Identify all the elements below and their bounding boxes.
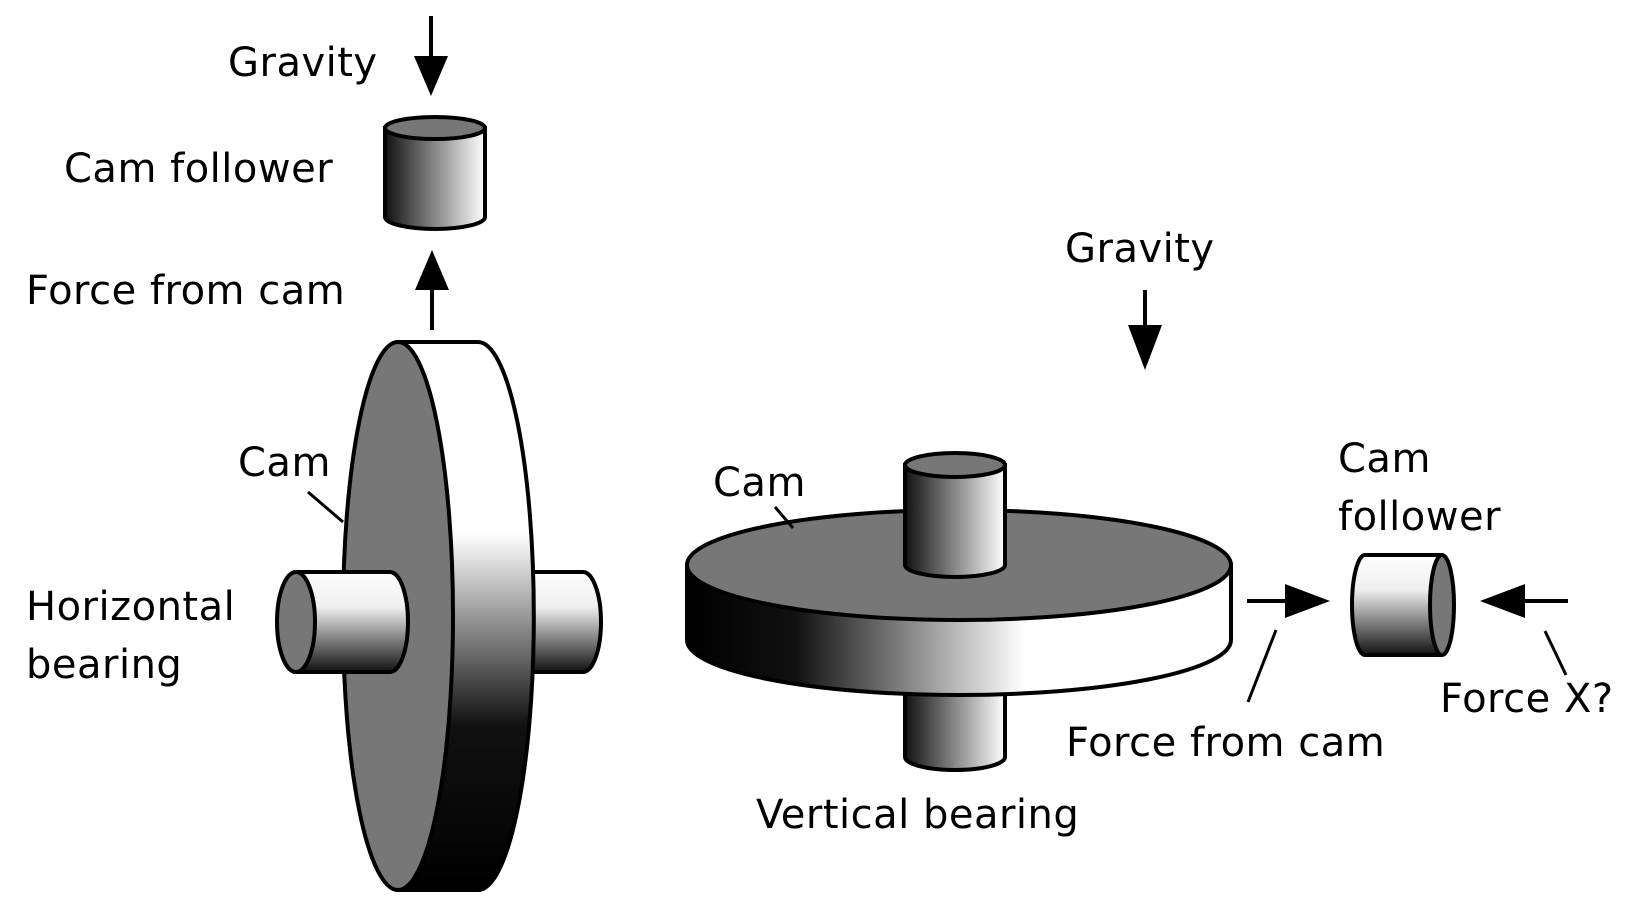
right-cam-label: Cam bbox=[713, 460, 806, 506]
right-gravity-arrow bbox=[1128, 290, 1162, 370]
left-cam-follower bbox=[383, 115, 487, 231]
right-force-x-pointer bbox=[1543, 630, 1568, 676]
left-cam-disc bbox=[341, 340, 536, 892]
left-diagram: Gravity Cam follower Force from cam bbox=[26, 16, 603, 892]
right-shaft-bottom bbox=[903, 678, 1007, 772]
right-gravity-label: Gravity bbox=[1065, 226, 1215, 272]
right-follower-label-line1: Cam bbox=[1338, 436, 1431, 482]
left-gravity-arrow bbox=[414, 16, 448, 96]
right-shaft-top bbox=[903, 451, 1007, 579]
right-bearing-label: Vertical bearing bbox=[756, 792, 1079, 838]
right-force-x-label: Force X? bbox=[1440, 676, 1614, 722]
left-bearing-label-line1: Horizontal bbox=[26, 584, 235, 630]
right-diagram: Gravity Cam Force from cam Ca bbox=[685, 226, 1614, 838]
left-force-arrow bbox=[415, 250, 449, 330]
left-shaft-right bbox=[518, 570, 603, 674]
left-force-label: Force from cam bbox=[26, 268, 345, 314]
right-force-x-arrow bbox=[1480, 584, 1568, 618]
left-cam-label: Cam bbox=[238, 440, 331, 486]
left-cam-pointer bbox=[307, 490, 344, 524]
left-gravity-label: Gravity bbox=[228, 40, 378, 86]
right-cam-follower bbox=[1350, 553, 1456, 657]
left-follower-label: Cam follower bbox=[64, 146, 333, 192]
right-force-arrow bbox=[1247, 584, 1330, 618]
right-force-label: Force from cam bbox=[1066, 720, 1385, 766]
right-follower-label-line2: follower bbox=[1338, 494, 1501, 540]
left-shaft-left bbox=[275, 570, 410, 674]
right-force-pointer bbox=[1246, 629, 1278, 703]
right-cam-pointer bbox=[773, 506, 795, 529]
left-bearing-label-line2: bearing bbox=[26, 642, 182, 688]
